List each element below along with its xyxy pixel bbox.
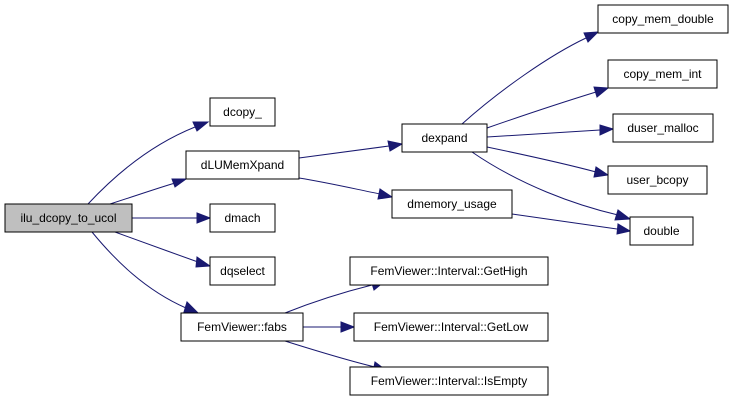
node-label: dmemory_usage: [407, 197, 497, 211]
edge-arrow: [183, 301, 200, 314]
edge-arrow: [593, 86, 610, 98]
edge-arrow: [593, 166, 610, 178]
node-dcopy[interactable]: dcopy_: [209, 97, 276, 127]
node-dlumemxpand[interactable]: dLUMemXpand: [185, 150, 300, 180]
node-label: user_bcopy: [626, 173, 688, 187]
node-copy-mem-double[interactable]: copy_mem_double: [597, 4, 729, 34]
node-label: FemViewer::Interval::GetHigh: [370, 264, 527, 278]
edge-arrow: [377, 188, 394, 200]
node-label: copy_mem_int: [623, 67, 702, 81]
edge-arrow: [340, 321, 356, 333]
node-interval-gethigh[interactable]: FemViewer::Interval::GetHigh: [349, 256, 549, 286]
node-duser-malloc[interactable]: duser_malloc: [612, 113, 714, 143]
node-label: dmach: [224, 211, 260, 225]
edge-dmemory-usage-to-double: [511, 213, 618, 230]
node-label: copy_mem_double: [612, 12, 714, 26]
node-label: duser_malloc: [627, 121, 698, 135]
edge-dexpand-to-user-bcopy: [486, 146, 597, 173]
edge-arrow: [171, 178, 188, 188]
edge-arrow: [599, 124, 615, 136]
edge-arrow: [616, 223, 632, 235]
edge-fabs-to-gethigh: [284, 284, 373, 314]
node-dmemory-usage[interactable]: dmemory_usage: [391, 189, 513, 219]
node-label: dexpand: [421, 131, 467, 145]
edge-dexpand-to-duser-malloc: [486, 129, 601, 138]
edge-root-to-dcopy: [87, 126, 196, 205]
node-label: dqselect: [220, 264, 265, 278]
node-label: double: [643, 224, 679, 238]
edge-arrow: [195, 256, 212, 268]
node-label: FemViewer::fabs: [197, 320, 287, 334]
edge-arrow: [583, 31, 600, 43]
edge-arrow: [614, 209, 632, 221]
edge-dexpand-to-copy-mem-double: [461, 37, 587, 125]
node-copy-mem-int[interactable]: copy_mem_int: [607, 59, 718, 89]
node-dexpand[interactable]: dexpand: [401, 123, 488, 153]
node-interval-getlow[interactable]: FemViewer::Interval::GetLow: [353, 312, 549, 342]
node-ilu-dcopy-to-ucol[interactable]: ilu_dcopy_to_ucol: [4, 203, 133, 233]
edge-arrow: [196, 212, 212, 224]
graph-nodes: ilu_dcopy_to_ucol dcopy_ dLUMemXpand dma…: [4, 4, 729, 396]
edge-dlumemxpand-to-dexpand: [298, 145, 390, 159]
node-label: dLUMemXpand: [201, 158, 284, 172]
edge-root-to-dqselect: [114, 231, 199, 263]
node-femviewer-fabs[interactable]: FemViewer::fabs: [180, 312, 304, 342]
edge-dexpand-to-double: [471, 151, 619, 216]
edge-root-to-dlumemxpand: [109, 182, 176, 205]
edge-dlumemxpand-to-dmemory-usage: [298, 177, 381, 195]
edge-root-to-fabs: [91, 231, 187, 309]
node-dmach[interactable]: dmach: [209, 203, 276, 233]
edge-dexpand-to-copy-mem-int: [486, 91, 597, 129]
node-double[interactable]: double: [629, 216, 694, 246]
node-label: dcopy_: [223, 105, 262, 119]
node-dqselect[interactable]: dqselect: [209, 256, 276, 286]
edge-fabs-to-isempty: [284, 340, 376, 368]
node-label: FemViewer::Interval::GetLow: [374, 320, 529, 334]
node-label: ilu_dcopy_to_ucol: [20, 211, 116, 225]
edge-arrow: [387, 140, 404, 152]
node-interval-isempty[interactable]: FemViewer::Interval::IsEmpty: [349, 366, 549, 396]
graph-edges: [87, 31, 632, 373]
edge-arrow: [192, 121, 210, 132]
node-label: FemViewer::Interval::IsEmpty: [371, 374, 528, 388]
node-user-bcopy[interactable]: user_bcopy: [607, 165, 708, 195]
